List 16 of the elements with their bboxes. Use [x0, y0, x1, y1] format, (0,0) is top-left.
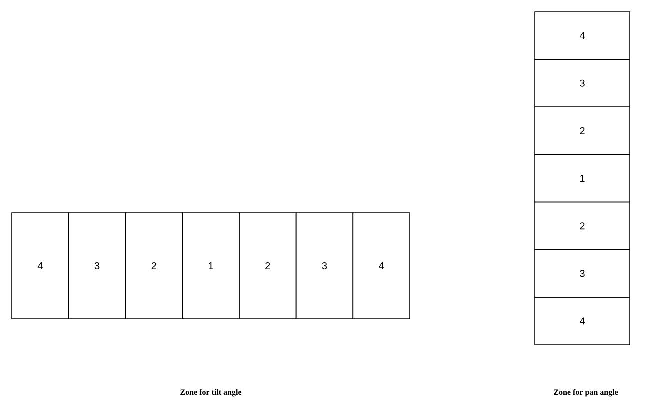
zone-cell: 3 — [296, 212, 354, 320]
zone-cell: 2 — [239, 212, 297, 320]
caption: Zone for tilt angle — [180, 389, 242, 397]
zone-cell: 4 — [534, 12, 630, 60]
zone-cell: 1 — [182, 212, 240, 320]
caption: Zone for pan angle — [554, 389, 618, 397]
zone-cell: 2 — [534, 202, 630, 250]
zone-cell: 1 — [534, 154, 630, 203]
zone-cell: 2 — [125, 212, 183, 320]
zone-cell: 4 — [352, 212, 410, 320]
zone-cell: 4 — [534, 297, 630, 346]
zone-cell: 3 — [534, 59, 630, 108]
zone-cell: 3 — [534, 249, 630, 298]
zone-cell: 4 — [12, 212, 70, 320]
zone-cell: 3 — [68, 212, 126, 320]
zone-cell: 2 — [534, 106, 630, 156]
